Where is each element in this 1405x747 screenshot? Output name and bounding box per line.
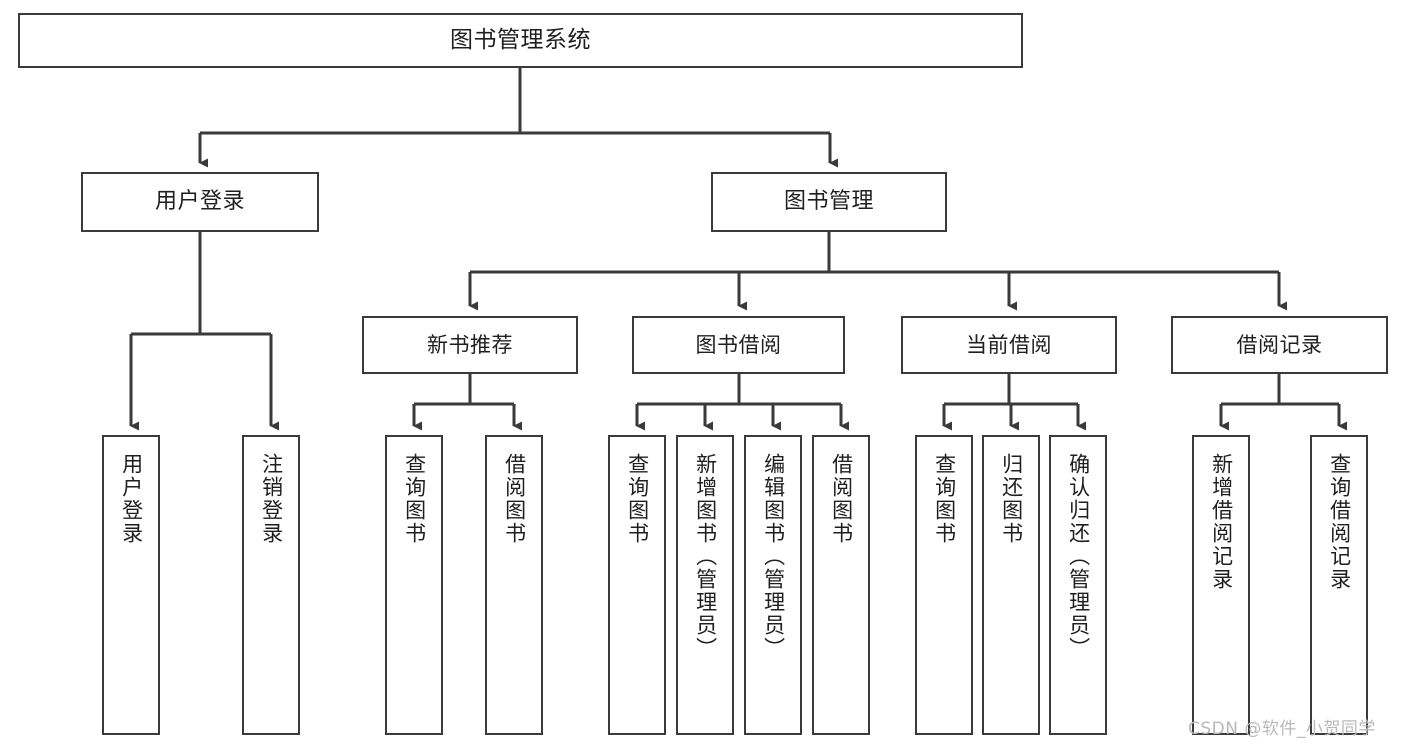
- leaf-query-record[interactable]: 查询借阅记录: [1310, 435, 1368, 735]
- leaf-query-book-cur-label: 查询图书: [932, 453, 957, 545]
- node-user-login[interactable]: 用户登录: [81, 172, 319, 232]
- leaf-logout-login[interactable]: 注销登录: [242, 435, 300, 735]
- node-user-login-label: 用户登录: [154, 189, 245, 215]
- leaf-borrow-book-brw[interactable]: 借阅图书: [812, 435, 870, 735]
- node-borrow-record[interactable]: 借阅记录: [1171, 316, 1388, 374]
- leaf-query-book-brw-label: 查询图书: [625, 453, 650, 545]
- node-book-borrow[interactable]: 图书借阅: [632, 316, 845, 374]
- leaf-query-book-cur[interactable]: 查询图书: [915, 435, 973, 735]
- node-book-borrow-label: 图书借阅: [695, 332, 782, 357]
- leaf-borrow-book-brw-label: 借阅图书: [829, 453, 854, 545]
- leaf-borrow-book-rec-label: 借阅图书: [502, 453, 527, 545]
- leaf-add-record[interactable]: 新增借阅记录: [1192, 435, 1250, 735]
- node-book-manage-label: 图书管理: [783, 189, 874, 215]
- node-root-system-label: 图书管理系统: [450, 27, 591, 54]
- node-current-borrow-label: 当前借阅: [966, 332, 1052, 357]
- leaf-user-login-label: 用户登录: [119, 453, 144, 545]
- leaf-query-book-rec[interactable]: 查询图书: [385, 435, 443, 735]
- leaf-query-record-label: 查询借阅记录: [1327, 453, 1352, 591]
- leaf-edit-book-label: 编辑图书（管理员）: [761, 453, 786, 660]
- node-root-system[interactable]: 图书管理系统: [18, 13, 1023, 68]
- leaf-user-login[interactable]: 用户登录: [102, 435, 160, 735]
- watermark: CSDN @软件_小贺同学: [1188, 719, 1376, 739]
- leaf-logout-login-label: 注销登录: [259, 453, 284, 545]
- leaf-query-book-brw[interactable]: 查询图书: [608, 435, 666, 735]
- leaf-return-book[interactable]: 归还图书: [982, 435, 1040, 735]
- leaf-add-book[interactable]: 新增图书（管理员）: [676, 435, 734, 735]
- leaf-edit-book[interactable]: 编辑图书（管理员）: [744, 435, 802, 735]
- leaf-borrow-book-rec[interactable]: 借阅图书: [485, 435, 543, 735]
- node-new-book-recommendation-label: 新书推荐: [427, 332, 513, 357]
- node-current-borrow[interactable]: 当前借阅: [901, 316, 1117, 374]
- node-new-book-recommendation[interactable]: 新书推荐: [362, 316, 578, 374]
- leaf-query-book-rec-label: 查询图书: [402, 453, 427, 545]
- node-borrow-record-label: 借阅记录: [1236, 332, 1323, 357]
- leaf-add-book-label: 新增图书（管理员）: [693, 453, 718, 660]
- node-book-manage[interactable]: 图书管理: [711, 172, 947, 232]
- leaf-confirm-return-label: 确认归还（管理员）: [1066, 453, 1091, 660]
- leaf-confirm-return[interactable]: 确认归还（管理员）: [1049, 435, 1107, 735]
- leaf-add-record-label: 新增借阅记录: [1209, 453, 1234, 591]
- leaf-return-book-label: 归还图书: [999, 453, 1024, 545]
